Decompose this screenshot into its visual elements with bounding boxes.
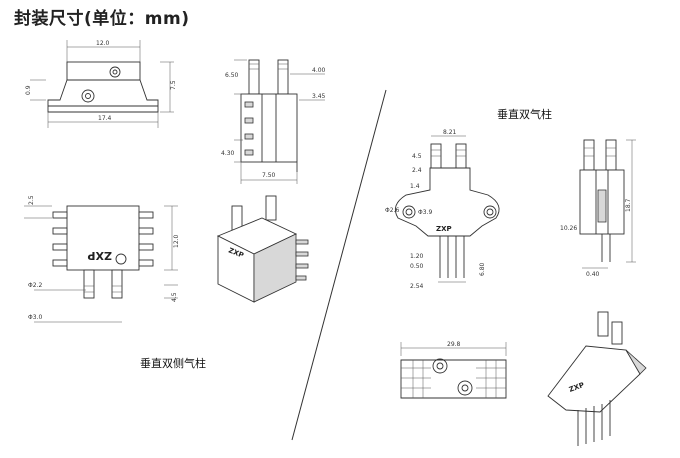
dim-side-top: 6.50 bbox=[225, 72, 239, 79]
dim-port-spacing: 8.21 bbox=[443, 129, 457, 136]
dim-side-pin: 4.30 bbox=[221, 150, 235, 157]
dim-front-side: 0.9 bbox=[25, 85, 32, 95]
right-3d-render: ZXP bbox=[547, 311, 647, 446]
separator-line bbox=[291, 89, 387, 441]
right-top-view: 29.8 bbox=[400, 341, 507, 399]
dim-b: 2.4 bbox=[412, 167, 422, 174]
brand-logo-top-left: ZXP bbox=[87, 249, 112, 262]
dim-front-base-width: 17.4 bbox=[98, 115, 112, 122]
dim-c: 1.4 bbox=[410, 183, 420, 190]
dim-side-step: 3.45 bbox=[312, 93, 326, 100]
dim-front-height: 7.5 bbox=[170, 80, 177, 90]
dim-e: Φ3.9 bbox=[418, 209, 432, 216]
dim-f: 1.20 bbox=[410, 253, 424, 260]
page-title: 封装尺寸(单位：mm) bbox=[14, 9, 190, 29]
dim-side-base-right: 10.26 bbox=[560, 225, 577, 232]
brand-logo-front-right: ZXP bbox=[436, 225, 452, 233]
dim-top-port-outer: Φ3.0 bbox=[28, 314, 42, 321]
dim-d: Φ2.6 bbox=[385, 207, 399, 214]
dim-side-height-right: 18.7 bbox=[625, 198, 632, 212]
dim-a: 4.5 bbox=[412, 153, 422, 160]
dim-side-pin-right: 0.40 bbox=[586, 271, 600, 278]
dim-top-port-len: 4.5 bbox=[171, 292, 178, 302]
left-top-view: ZXP 2.5 12.0 4.5 Φ2.2 Φ3.0 bbox=[24, 195, 180, 323]
caption-vertical-dual-side-port: 垂直双侧气柱 bbox=[140, 357, 206, 370]
dim-side-base: 7.50 bbox=[262, 172, 276, 179]
left-side-view: 7.50 6.50 4.00 3.45 4.30 bbox=[221, 59, 326, 184]
dim-top-width-right: 29.8 bbox=[447, 341, 461, 348]
right-side-view: 18.7 10.26 0.40 bbox=[560, 139, 636, 278]
caption-vertical-dual-port: 垂直双气柱 bbox=[497, 108, 552, 121]
dim-front-width: 12.0 bbox=[96, 40, 110, 47]
dim-g: 0.50 bbox=[410, 263, 424, 270]
dim-top-port-inner: Φ2.2 bbox=[28, 282, 42, 289]
left-3d-render: ZXP bbox=[216, 195, 309, 303]
dim-top-height: 12.0 bbox=[173, 234, 180, 248]
dim-side-port: 4.00 bbox=[312, 67, 326, 74]
dim-i: 6.80 bbox=[479, 262, 486, 276]
dim-top-pin-pitch: 2.5 bbox=[28, 195, 35, 205]
left-front-view: 12.0 17.4 7.5 0.9 bbox=[25, 40, 177, 128]
right-front-view: ZXP 8.21 4.5 2.4 1.4 Φ2.6 Φ3.9 1.20 0.50… bbox=[385, 129, 500, 290]
dim-h: 2.54 bbox=[410, 283, 424, 290]
